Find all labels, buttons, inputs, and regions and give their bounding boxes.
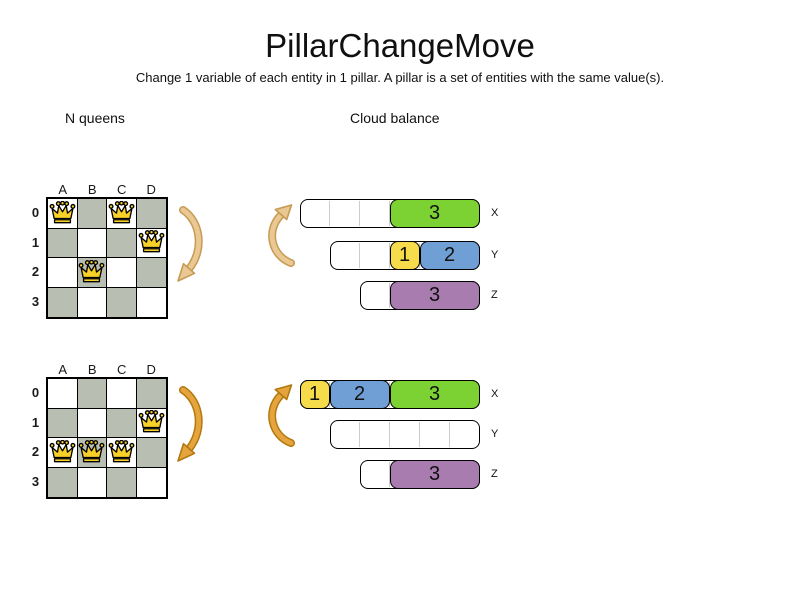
column-label-B: B bbox=[87, 182, 97, 197]
computer-label-Z: Z bbox=[491, 289, 498, 301]
process-segment: 3 bbox=[389, 280, 480, 310]
section-label-cloudbalance: Cloud balance bbox=[350, 110, 440, 126]
queen-icon bbox=[78, 439, 105, 463]
board-cell-D0 bbox=[136, 379, 166, 409]
computer-label-Y: Y bbox=[491, 428, 499, 440]
process-segment: 1 bbox=[389, 240, 420, 270]
board-cell-A0 bbox=[48, 379, 78, 409]
cloud-computer-bar-Y bbox=[330, 420, 480, 449]
board-cell-B1 bbox=[77, 408, 107, 438]
board-cell-D0 bbox=[136, 199, 166, 229]
board-cell-C0 bbox=[107, 379, 137, 409]
board-cell-C0 bbox=[107, 199, 137, 229]
board-cell-C1 bbox=[107, 408, 137, 438]
board-cell-D1 bbox=[136, 408, 166, 438]
page-title: PillarChangeMove bbox=[265, 27, 535, 64]
board-cell-B2 bbox=[77, 258, 107, 288]
board-cell-A1 bbox=[48, 408, 78, 438]
board-cell-C2 bbox=[107, 438, 137, 468]
process-segment: 3 bbox=[389, 459, 480, 489]
board-cell-D2 bbox=[136, 258, 166, 288]
computer-label-X: X bbox=[491, 388, 499, 400]
board-cell-B0 bbox=[77, 379, 107, 409]
board-cell-B2 bbox=[77, 438, 107, 468]
chessboard bbox=[46, 197, 168, 319]
board-cell-A3 bbox=[48, 287, 78, 317]
queen-icon bbox=[138, 410, 165, 433]
bar-tick bbox=[389, 422, 390, 447]
board-cell-A3 bbox=[48, 467, 78, 497]
cloud-computer-bar-Z: 3 bbox=[360, 280, 480, 310]
cloud-computer-bar-X: 3 bbox=[300, 198, 480, 228]
board-cell-D2 bbox=[136, 438, 166, 468]
column-label-D: D bbox=[146, 182, 156, 197]
row-label-0: 0 bbox=[31, 205, 40, 220]
computer-label-Y: Y bbox=[491, 249, 499, 261]
bar-tick bbox=[419, 422, 420, 447]
row-label-2: 2 bbox=[31, 444, 40, 459]
board-cell-A1 bbox=[48, 228, 78, 258]
board-cell-A2 bbox=[48, 438, 78, 468]
row-label-0: 0 bbox=[31, 385, 40, 400]
bar-tick bbox=[449, 422, 450, 447]
board-cell-B0 bbox=[77, 199, 107, 229]
queen-icon bbox=[49, 200, 76, 224]
board-cell-C3 bbox=[107, 287, 137, 317]
chessboard bbox=[46, 377, 168, 499]
board-cell-B3 bbox=[77, 287, 107, 317]
bar-tick bbox=[359, 422, 360, 447]
computer-label-Z: Z bbox=[491, 468, 498, 480]
board-cell-D3 bbox=[136, 287, 166, 317]
board-cell-C1 bbox=[107, 228, 137, 258]
bar-tick bbox=[329, 201, 330, 226]
curved-down-arrow-icon bbox=[170, 205, 214, 290]
nqueens-board-after: A B C D 0 1 2 3 bbox=[28, 362, 168, 501]
bar-tick bbox=[359, 201, 360, 226]
queen-icon bbox=[78, 259, 105, 283]
board-cell-C2 bbox=[107, 258, 137, 288]
column-label-C: C bbox=[117, 182, 127, 197]
nqueens-board-before: A B C D 0 1 2 3 bbox=[28, 182, 168, 321]
board-cell-C3 bbox=[107, 467, 137, 497]
process-segment: 3 bbox=[389, 198, 480, 228]
board-cell-B3 bbox=[77, 467, 107, 497]
column-label-A: A bbox=[58, 362, 68, 377]
process-segment: 2 bbox=[329, 379, 390, 409]
section-label-nqueens: N queens bbox=[65, 110, 125, 126]
curved-up-arrow-icon bbox=[262, 383, 302, 454]
row-label-1: 1 bbox=[31, 234, 40, 250]
column-label-C: C bbox=[117, 362, 127, 377]
row-label-1: 1 bbox=[31, 414, 40, 430]
curved-down-arrow-icon bbox=[170, 385, 214, 470]
column-label-B: B bbox=[87, 362, 97, 377]
column-label-D: D bbox=[146, 362, 156, 377]
board-cell-D3 bbox=[136, 467, 166, 497]
queen-icon bbox=[108, 439, 135, 463]
computer-label-X: X bbox=[491, 207, 499, 219]
bar-tick bbox=[359, 243, 360, 268]
queen-icon bbox=[138, 230, 165, 253]
row-label-2: 2 bbox=[31, 264, 40, 279]
row-label-3: 3 bbox=[31, 293, 40, 309]
process-segment: 3 bbox=[389, 379, 480, 409]
page-subtitle: Change 1 variable of each entity in 1 pi… bbox=[135, 70, 665, 85]
board-cell-A2 bbox=[48, 258, 78, 288]
cloud-computer-bar-Z: 3 bbox=[360, 459, 480, 489]
process-segment: 2 bbox=[419, 240, 480, 270]
curved-up-arrow-icon bbox=[262, 203, 302, 274]
row-label-3: 3 bbox=[31, 473, 40, 489]
column-label-A: A bbox=[58, 182, 68, 197]
queen-icon bbox=[108, 200, 135, 224]
board-cell-B1 bbox=[77, 228, 107, 258]
board-cell-A0 bbox=[48, 199, 78, 229]
queen-icon bbox=[49, 439, 76, 463]
board-cell-D1 bbox=[136, 228, 166, 258]
process-segment: 1 bbox=[299, 379, 330, 409]
